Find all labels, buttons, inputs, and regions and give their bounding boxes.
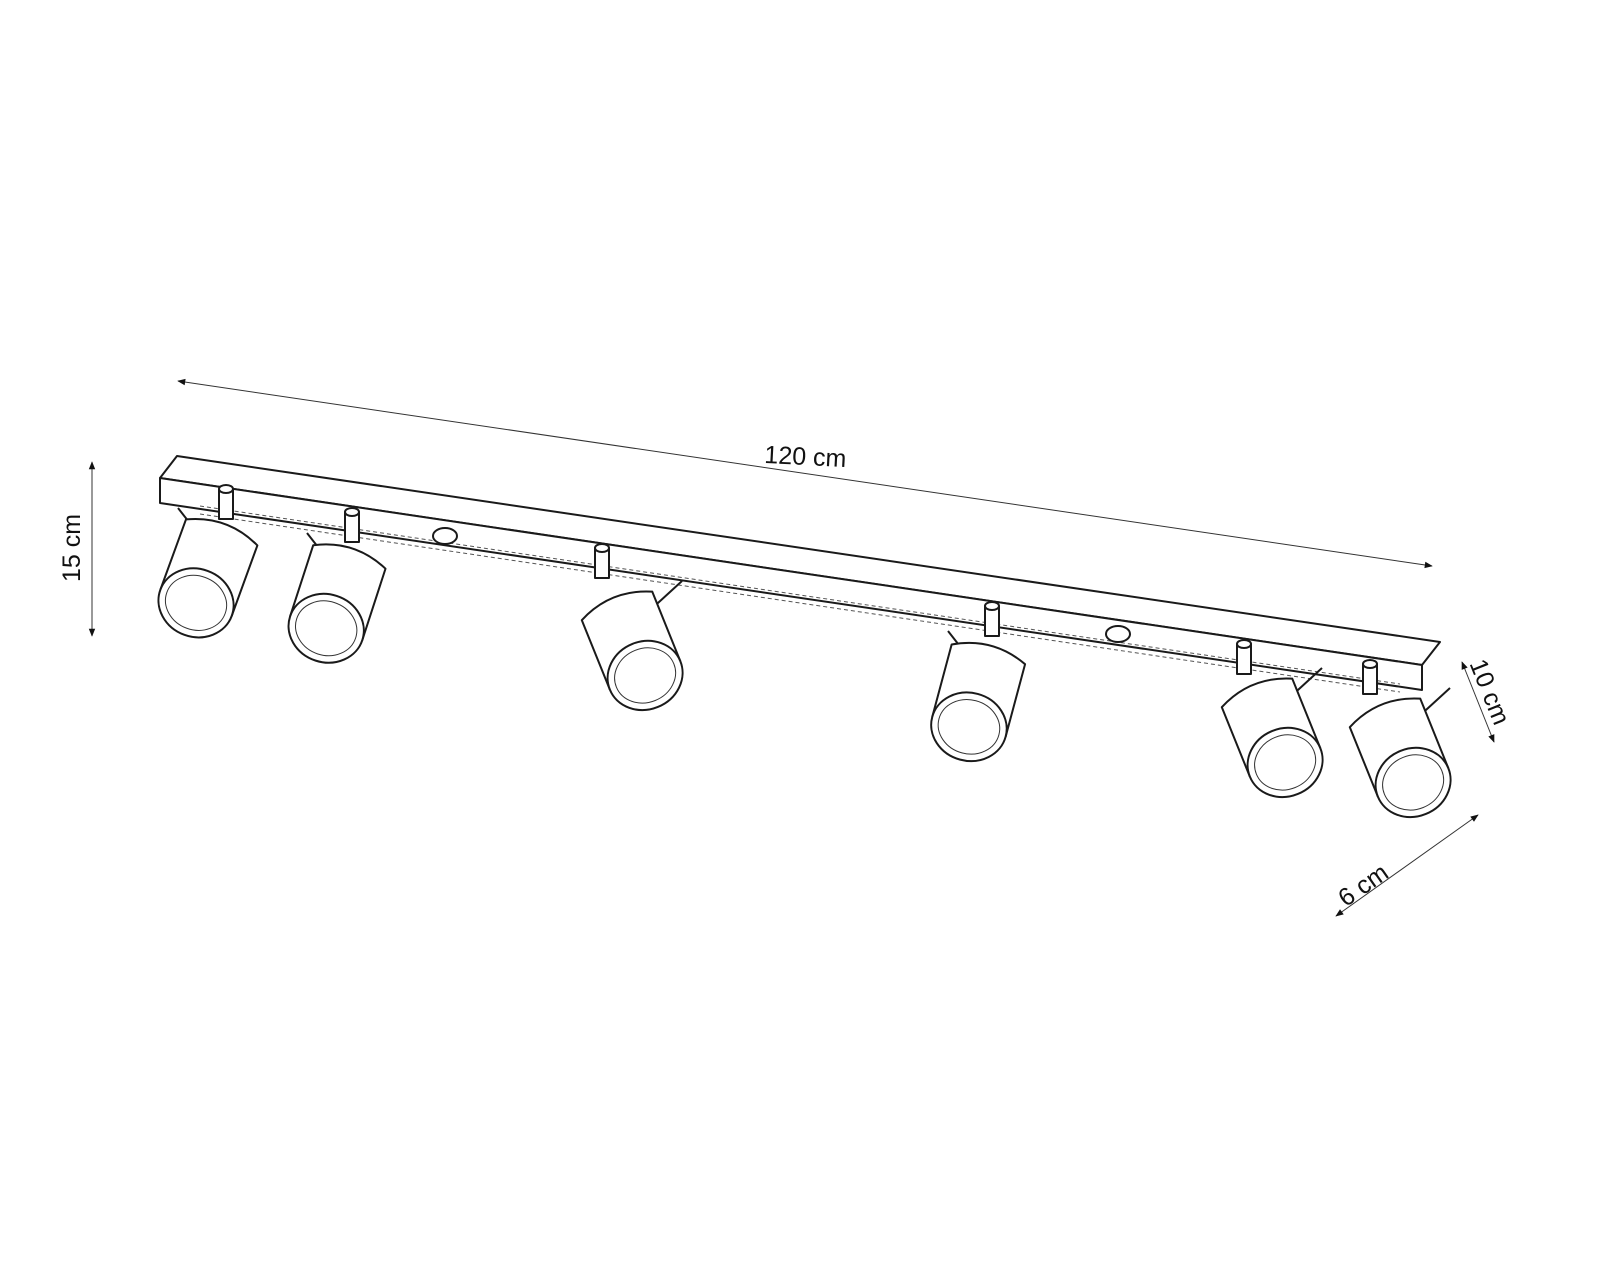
bar-screw-cap [432,527,458,545]
height-label: 15 cm [58,514,86,582]
spotlights [157,484,1452,819]
spotlight-lens-rim [930,691,1008,763]
spotlight [930,601,1027,763]
spotlight-lens [1382,754,1445,811]
diameter-label: 6 cm [1333,858,1393,912]
spotlight-lens [1254,734,1317,791]
bar-screw-cap [1105,625,1131,643]
spotlight-lens-rim [157,567,235,639]
spotlight-lens-rim [287,592,365,664]
spotlight-lens-rim [1246,726,1324,799]
spotlight [1220,639,1324,799]
spotlight-lens [164,574,228,631]
depth-label: 10 cm [1464,655,1515,729]
length-dimension-line [177,378,1433,569]
diameter-dimension-line [1335,814,1479,917]
spotlight-lens [937,699,1001,755]
spotlight [1348,659,1452,819]
spotlight-lens-rim [606,639,684,712]
length-label: 120 cm [764,441,847,473]
depth-dimension-line [1461,661,1495,743]
spotlight-lens [295,600,358,657]
spotlight-lens [614,647,677,704]
spotlight-lens-rim [1374,746,1452,819]
